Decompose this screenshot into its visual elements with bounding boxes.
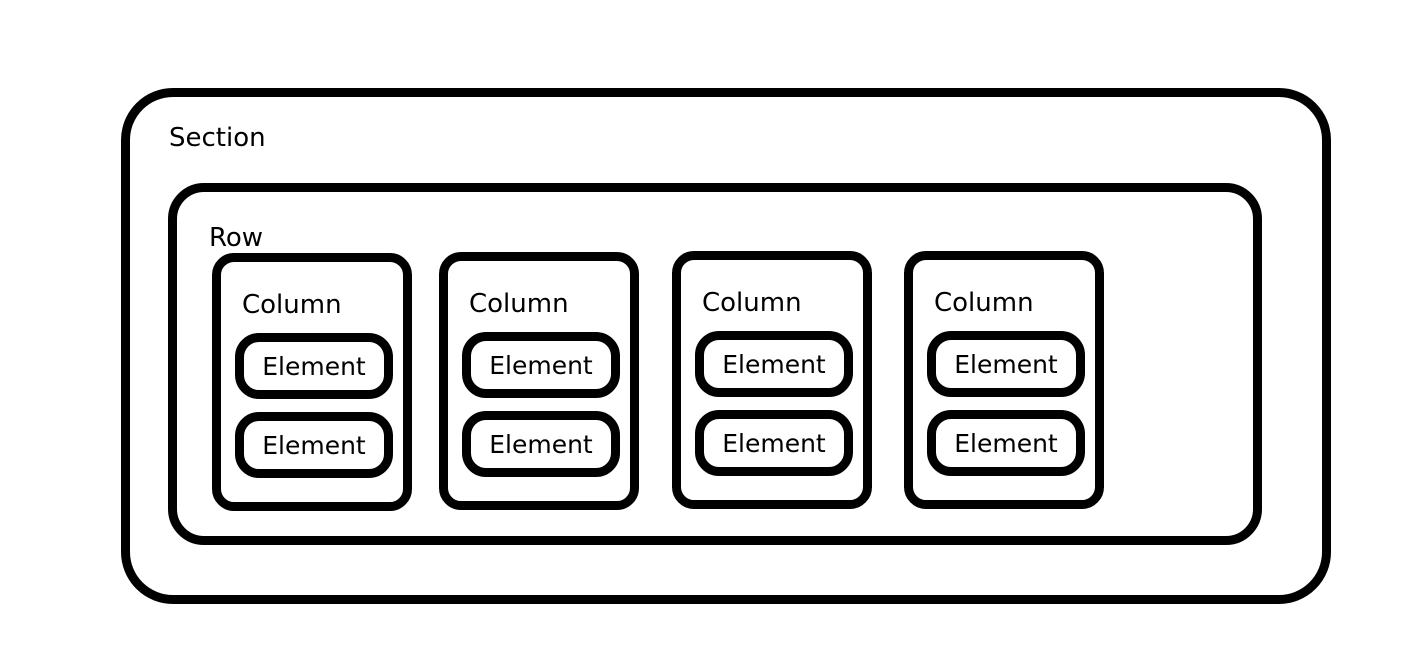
element-label: Element <box>262 351 366 381</box>
element-label: Element <box>262 430 366 460</box>
column-label: Column <box>242 290 342 320</box>
element-box: Element <box>927 410 1085 476</box>
column-label: Column <box>469 289 569 319</box>
element-box: Element <box>927 331 1085 397</box>
element-label: Element <box>722 349 826 379</box>
element-box: Element <box>462 332 620 398</box>
section-label: Section <box>169 123 266 153</box>
element-box: Element <box>695 331 853 397</box>
element-label: Element <box>722 428 826 458</box>
column-container-4: Column Element Element <box>904 251 1104 509</box>
element-box: Element <box>695 410 853 476</box>
column-container-1: Column Element Element <box>212 253 412 511</box>
element-label: Element <box>489 429 593 459</box>
element-label: Element <box>954 349 1058 379</box>
element-label: Element <box>489 350 593 380</box>
column-container-3: Column Element Element <box>672 251 872 509</box>
column-label: Column <box>934 288 1034 318</box>
element-label: Element <box>954 428 1058 458</box>
column-container-2: Column Element Element <box>439 252 639 510</box>
element-box: Element <box>235 333 393 399</box>
column-label: Column <box>702 288 802 318</box>
element-box: Element <box>462 411 620 477</box>
row-label: Row <box>209 223 264 253</box>
element-box: Element <box>235 412 393 478</box>
